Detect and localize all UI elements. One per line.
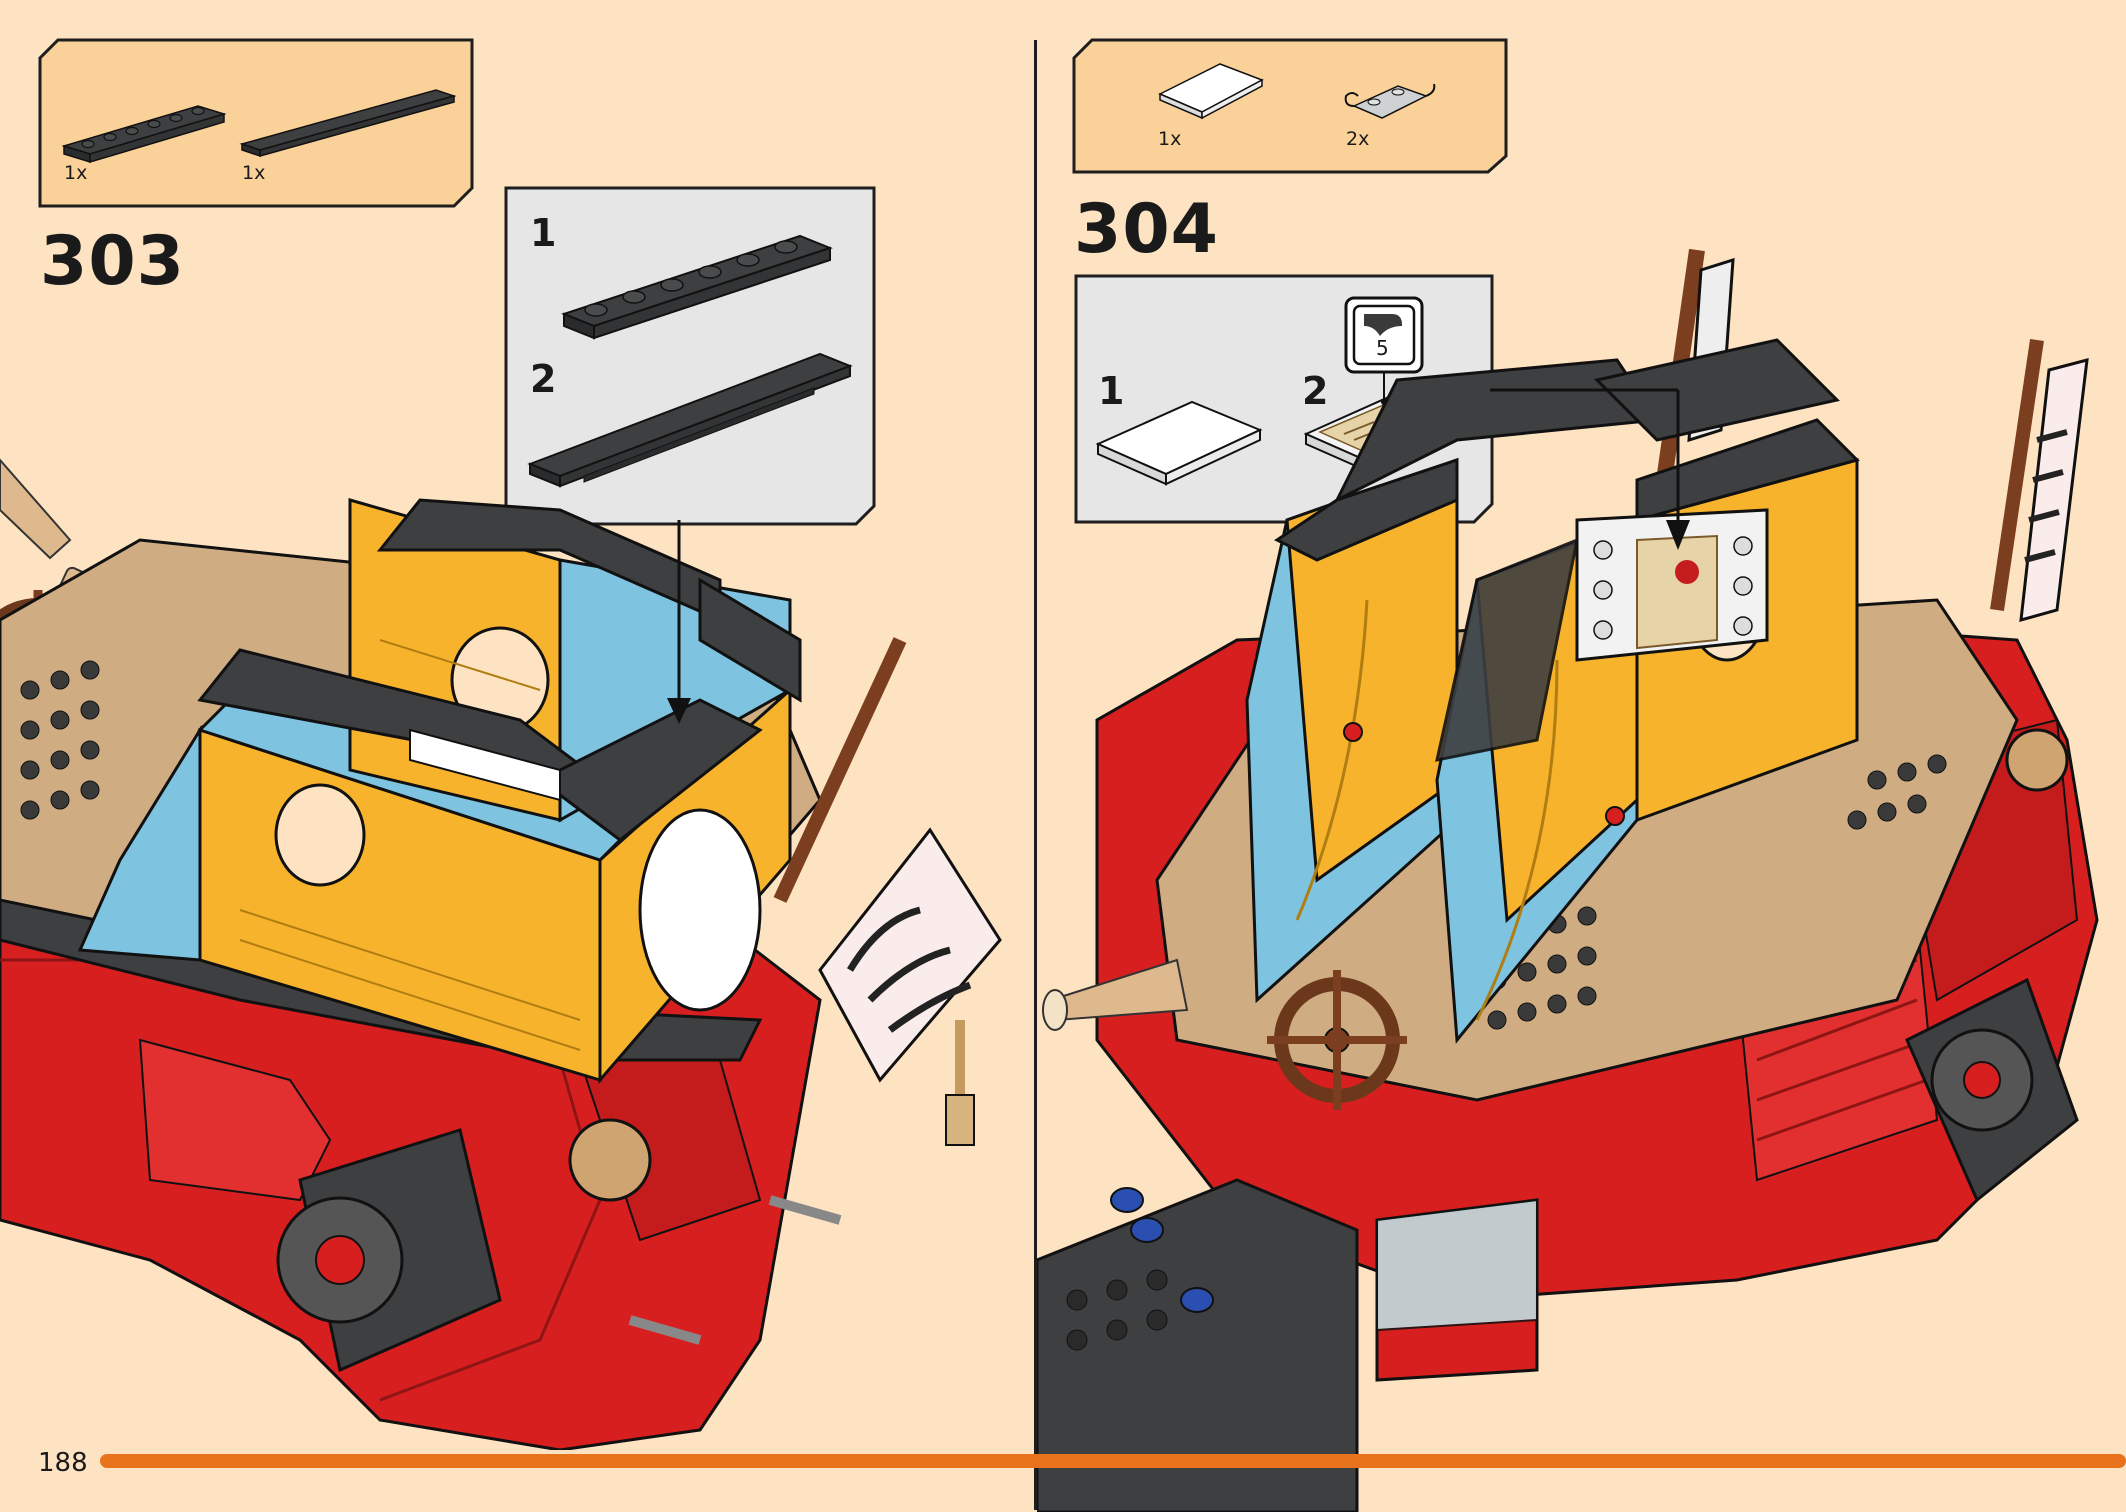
callout-plate-1x6-icon (561, 234, 833, 340)
lower-hull-section (1037, 1178, 1539, 1512)
model-illustration-303 (0, 458, 1002, 1450)
part-qty-1: 1x (64, 162, 88, 184)
callout-303-arrow (667, 520, 691, 724)
ships-wheel-304-icon (1267, 970, 1407, 1110)
callout-304-arrow (1490, 388, 1690, 550)
parts-panel-304 (1072, 38, 1508, 174)
plate-clip-part-icon (1344, 83, 1436, 119)
part-qty-3: 1x (1158, 128, 1182, 150)
step-number-303: 303 (40, 222, 185, 301)
telescope-304-icon (1042, 958, 1189, 1031)
part-qty-4: 2x (1346, 128, 1370, 150)
callout-304-step-2: 2 (1302, 369, 1329, 413)
hull-side-disc (276, 1118, 652, 1373)
callout-tile-2x3-icon (1095, 400, 1263, 486)
sticker-number: 5 (1376, 336, 1389, 360)
tile-2x3-part-icon (1158, 63, 1264, 120)
part-qty-2: 1x (242, 162, 266, 184)
parts-panel-303 (38, 38, 474, 208)
model-illustration-304 (1037, 248, 2099, 1512)
callout-tile-1x8-icon (527, 352, 853, 488)
sticker-badge (1344, 296, 1424, 374)
cabin-roof-rails (197, 498, 802, 842)
page-divider (1034, 40, 1037, 1510)
tile-1x8-part-icon (239, 89, 457, 158)
hull-side-disc-304 (1905, 728, 2079, 1203)
sticker-peel-icon (1364, 314, 1402, 336)
callout-303-step-1: 1 (530, 211, 557, 255)
callout-304-step-1: 1 (1098, 369, 1125, 413)
callout-303 (504, 186, 876, 526)
step-number-304: 304 (1074, 190, 1219, 269)
page-number: 188 (38, 1448, 88, 1478)
plate-1x6-part-icon (61, 105, 227, 164)
ninja-banner-icon (773, 637, 1002, 1146)
back-wall-scroll-tile (1575, 508, 1769, 662)
progress-bar (100, 1454, 2126, 1468)
stern-roof-rails (1274, 338, 1860, 762)
callout-303-step-2: 2 (530, 357, 557, 401)
